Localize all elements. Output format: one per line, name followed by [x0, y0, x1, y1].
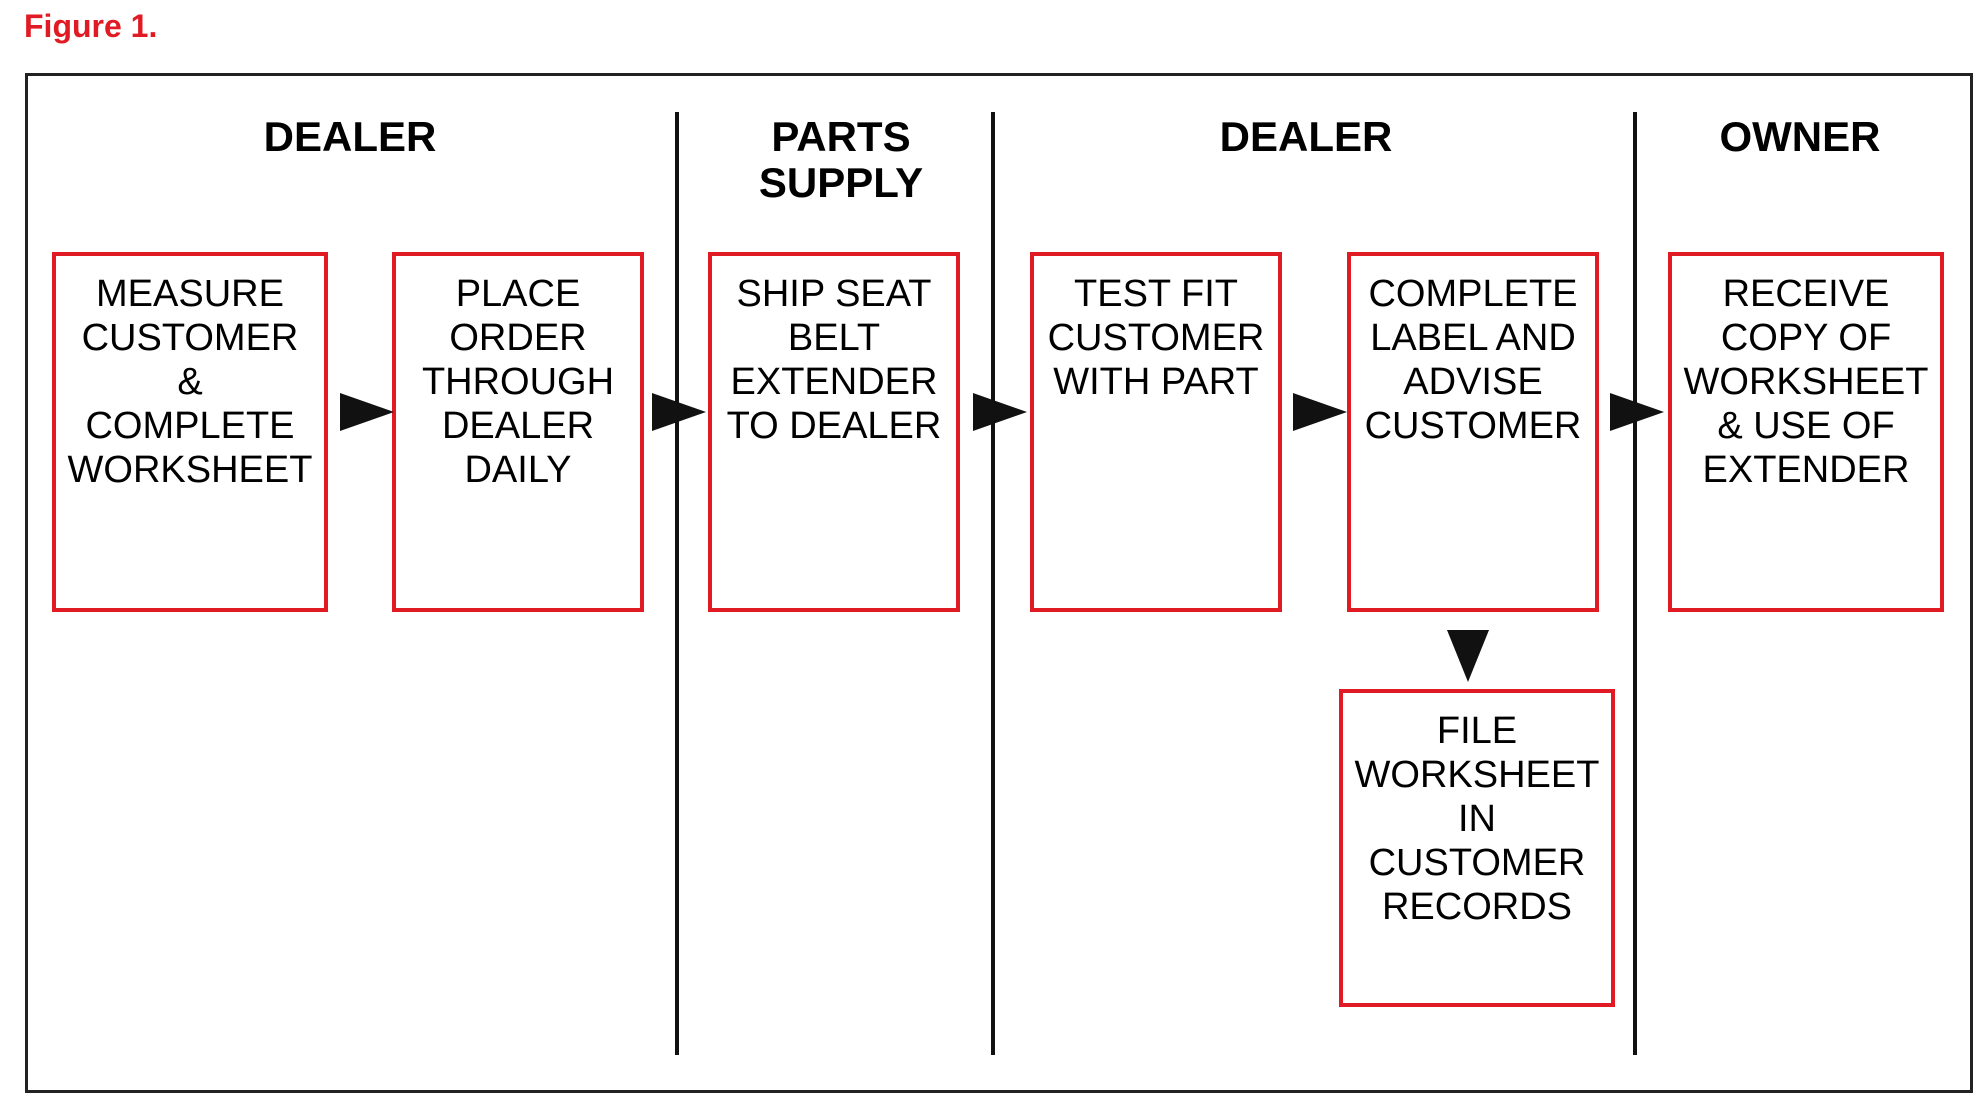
flow-arrow — [973, 393, 1027, 431]
step-complete-label: COMPLETE LABEL AND ADVISE CUSTOMER — [1347, 252, 1599, 612]
step-test-fit: TEST FIT CUSTOMER WITH PART — [1030, 252, 1282, 612]
figure-label: Figure 1. — [24, 8, 158, 44]
diagram-frame — [25, 73, 1973, 1093]
lane-title-parts-supply: PARTS SUPPLY — [758, 113, 924, 206]
step-file-worksheet: FILE WORKSHEET IN CUSTOMER RECORDS — [1339, 689, 1615, 1007]
step-receive-copy: RECEIVE COPY OF WORKSHEET & USE OF EXTEN… — [1668, 252, 1944, 612]
flow-arrow — [652, 393, 706, 431]
step-ship-extender: SHIP SEAT BELT EXTENDER TO DEALER — [708, 252, 960, 612]
step-place-order: PLACE ORDER THROUGH DEALER DAILY — [392, 252, 644, 612]
flow-arrow — [1610, 393, 1664, 431]
lane-title-dealer: DEALER — [263, 113, 437, 160]
lane-divider — [675, 112, 679, 1055]
lane-divider — [1633, 112, 1637, 1055]
flow-arrow — [340, 393, 394, 431]
lane-title-owner: OWNER — [1719, 113, 1881, 160]
flow-arrow-down — [1447, 630, 1489, 682]
lane-divider — [991, 112, 995, 1055]
flow-arrow — [1293, 393, 1347, 431]
step-measure-customer: MEASURE CUSTOMER & COMPLETE WORKSHEET — [52, 252, 328, 612]
lane-title-dealer: DEALER — [1219, 113, 1393, 160]
